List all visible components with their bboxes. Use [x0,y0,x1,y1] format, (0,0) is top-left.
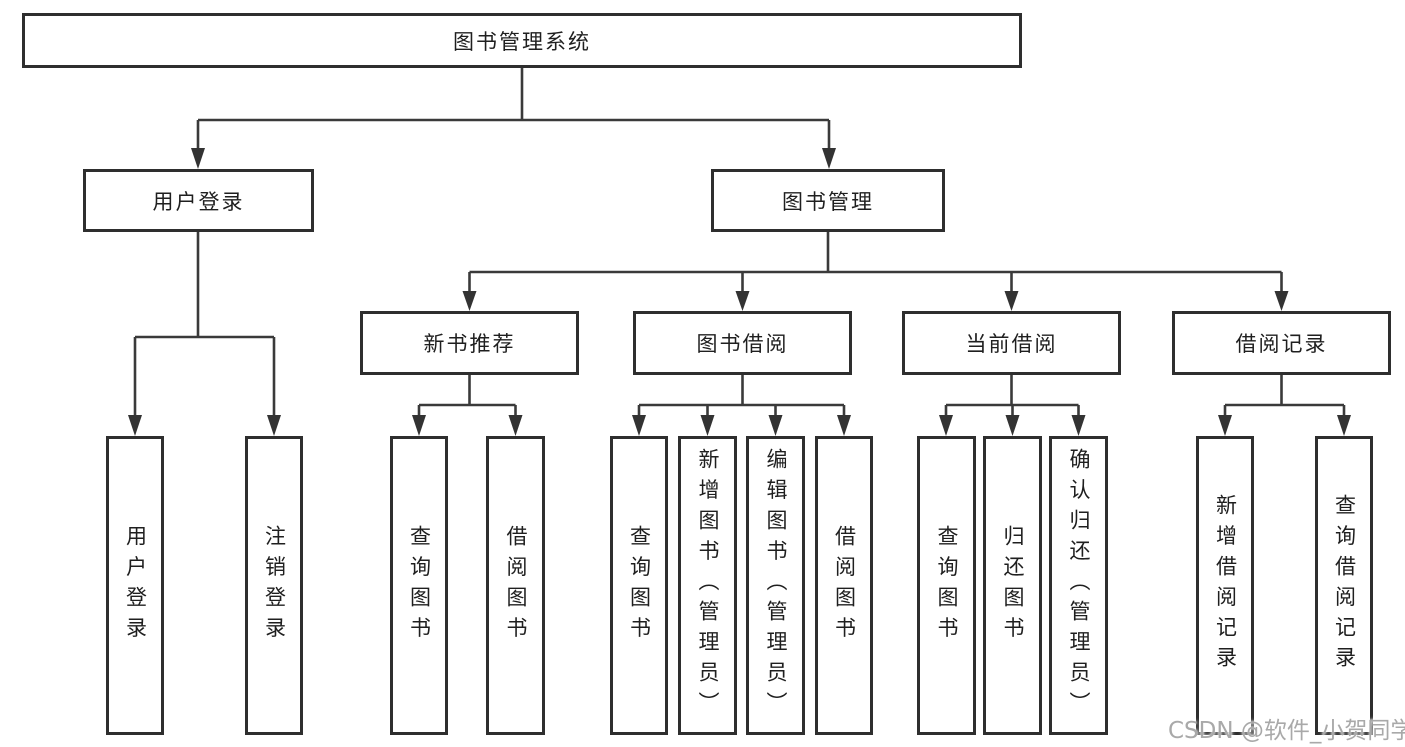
node-borrowing-records: 借阅记录 [1172,311,1391,375]
leaf-add-borrow-record-label: 新增借阅记录 [1213,494,1238,677]
leaf-query-books-2: 查询图书 [610,436,668,735]
node-root: 图书管理系统 [22,13,1022,68]
node-book-management: 图书管理 [711,169,945,232]
leaf-logout: 注销登录 [245,436,303,735]
node-user-login-label: 用户登录 [152,189,245,214]
leaf-borrow-books-1: 借阅图书 [486,436,545,735]
leaf-query-borrow-record: 查询借阅记录 [1315,436,1373,735]
node-book-management-label: 图书管理 [782,189,874,214]
node-new-book-recommendation-label: 新书推荐 [423,332,516,356]
leaf-add-books-admin: 新增图书（管理员） [678,436,737,735]
leaf-user-login-label: 用户登录 [123,524,148,647]
leaf-query-books-2-label: 查询图书 [627,524,652,647]
leaf-edit-books-admin: 编辑图书（管理员） [746,436,805,735]
node-borrowing-records-label: 借阅记录 [1235,332,1328,356]
leaf-borrow-books-1-label: 借阅图书 [504,524,528,647]
node-current-borrowing-label: 当前借阅 [965,332,1058,356]
node-book-borrowing-label: 图书借阅 [696,332,789,356]
leaf-query-books-1: 查询图书 [390,436,448,735]
leaf-return-books: 归还图书 [983,436,1042,735]
leaf-confirm-return-admin-label: 确认归还（管理员） [1067,448,1091,723]
node-book-borrowing: 图书借阅 [633,311,852,375]
leaf-logout-label: 注销登录 [262,524,287,647]
leaf-edit-books-admin-label: 编辑图书（管理员） [764,448,788,723]
leaf-add-borrow-record: 新增借阅记录 [1196,436,1254,735]
leaf-query-books-3-label: 查询图书 [935,524,959,647]
leaf-user-login: 用户登录 [106,436,164,735]
node-user-login: 用户登录 [83,169,314,232]
leaf-confirm-return-admin: 确认归还（管理员） [1049,436,1108,735]
leaf-query-books-1-label: 查询图书 [407,524,432,647]
node-new-book-recommendation: 新书推荐 [360,311,579,375]
leaf-query-books-3: 查询图书 [917,436,976,735]
leaf-return-books-label: 归还图书 [1001,524,1025,647]
leaf-borrow-books-2: 借阅图书 [815,436,873,735]
leaf-add-books-admin-label: 新增图书（管理员） [696,448,720,723]
node-root-label: 图书管理系统 [453,29,591,54]
leaf-borrow-books-2-label: 借阅图书 [832,524,857,647]
leaf-query-borrow-record-label: 查询借阅记录 [1332,494,1357,677]
node-current-borrowing: 当前借阅 [902,311,1121,375]
csdn-watermark: CSDN @软件_小贺同学 [1168,718,1405,744]
